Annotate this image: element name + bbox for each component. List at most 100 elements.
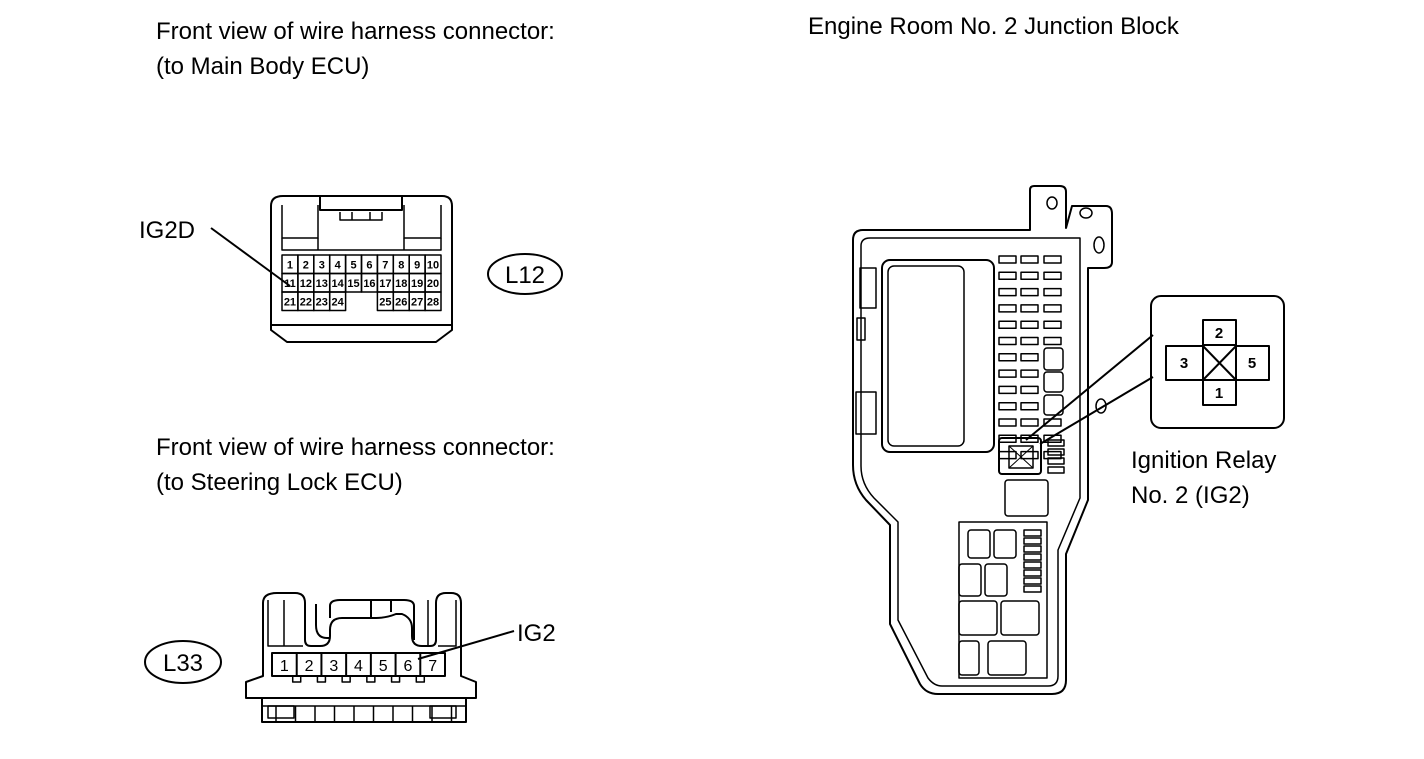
jb-fuse-slot — [1043, 320, 1062, 329]
l33-pin-label: 3 — [329, 658, 338, 675]
jb-fuse-slot — [998, 255, 1017, 264]
l33-skirt-foot — [429, 705, 457, 719]
jb-fuse-slot — [1023, 537, 1042, 545]
jb-fuse-slot — [1023, 529, 1042, 537]
junction-block-title: Engine Room No. 2 Junction Block — [808, 13, 1179, 40]
l12-pin-label: 24 — [332, 297, 345, 309]
l12-pin-label: 17 — [379, 278, 391, 290]
l12-pin-label: 1 — [287, 260, 293, 272]
l12-heading-line2: (to Main Body ECU) — [156, 53, 370, 80]
l12-code: L12 — [505, 262, 545, 289]
l12-pin-label: 10 — [427, 260, 439, 272]
relay-pin-top: 2 — [1215, 325, 1223, 342]
l12-pin-label: 15 — [347, 278, 359, 290]
l12-pin-cell — [328, 291, 347, 312]
l33-signal-label: IG2 — [517, 620, 556, 647]
jb-fuse-slot — [1043, 271, 1062, 281]
l12-pin-label: 25 — [379, 297, 391, 309]
jb-fuse-slot — [1023, 577, 1042, 585]
l33-code-badge — [144, 640, 222, 684]
l33-heading-line1: Front view of wire harness connector: — [156, 434, 555, 461]
l33-pin-label: 1 — [280, 658, 289, 675]
relay-pin-left: 3 — [1180, 355, 1188, 372]
jb-fuse-slot — [1020, 353, 1039, 362]
relay-pin-bottom: 1 — [1215, 385, 1223, 402]
l12-pin-label: 28 — [427, 297, 439, 309]
jb-fuse-slot — [1023, 545, 1042, 553]
relay-leader-line-2 — [1039, 376, 1154, 445]
jb-fuse-slot — [998, 385, 1017, 395]
l12-pin-label: 22 — [300, 297, 312, 309]
l33-pin-tab — [415, 675, 426, 683]
l12-leader-line — [210, 227, 291, 287]
l12-pin-label: 11 — [284, 278, 296, 290]
jb-fuse-slot — [998, 304, 1017, 313]
l33-pin-tab — [390, 675, 401, 683]
l12-pin-label: 7 — [382, 260, 388, 272]
l33-pin-tab — [366, 675, 376, 683]
jb-fuse-slot — [1023, 585, 1042, 593]
jb-fuse-slot — [1047, 457, 1065, 465]
jb-fuse-slot — [1020, 401, 1039, 411]
jb-fuse-slot — [1023, 569, 1042, 577]
l33-pin-label: 6 — [403, 658, 412, 675]
l33-pin-tab — [341, 675, 351, 683]
jb-fuse-slot — [998, 450, 1017, 460]
jb-fuse-slot — [1023, 561, 1042, 569]
l12-pin-label: 21 — [284, 297, 296, 309]
l12-pin-cell — [424, 291, 442, 312]
jb-fuse-slot — [998, 369, 1017, 378]
jb-fuse-slot — [1020, 385, 1039, 395]
jb-fuse-slot — [998, 287, 1017, 297]
jb-fuse-slot — [1020, 369, 1039, 378]
relay-label-line1: Ignition Relay — [1131, 447, 1277, 474]
jb-fuse-slot — [998, 401, 1017, 411]
l12-signal-label: IG2D — [139, 217, 196, 244]
l12-pin-label: 14 — [332, 278, 345, 290]
l12-pin-label: 27 — [411, 297, 423, 309]
l12-pin-label: 16 — [363, 278, 375, 290]
l12-pin-label: 9 — [414, 260, 420, 272]
l12-pin-label: 4 — [335, 260, 342, 272]
l33-skirt-foot — [267, 705, 295, 719]
l12-pin-label: 26 — [395, 297, 407, 309]
junction-block — [852, 185, 1113, 695]
l12-pin-label: 6 — [366, 260, 372, 272]
jb-fuse-slot — [998, 336, 1017, 346]
l12-pin-label: 2 — [303, 260, 309, 272]
l12-pin-label: 8 — [398, 260, 404, 272]
relay-leader-line-1 — [1025, 334, 1154, 441]
l33-pin-label: 4 — [354, 658, 363, 675]
jb-fuse-slot — [998, 320, 1017, 329]
l33-pin-label: 7 — [428, 658, 437, 675]
jb-fuse-slot — [1020, 320, 1039, 329]
l12-code-badge — [487, 253, 563, 295]
jb-fuse-slot — [1043, 336, 1062, 346]
jb-fuse-slot — [1020, 304, 1039, 313]
jb-fuse-slot — [1043, 287, 1062, 297]
l33-pin-tab — [291, 675, 302, 683]
l33-pin-tab — [316, 675, 327, 683]
l12-pin-label: 12 — [300, 278, 312, 290]
l33-leader-line — [417, 630, 515, 660]
jb-fuse-slot — [1047, 448, 1065, 456]
jb-fuse-slot — [998, 418, 1017, 427]
relay-label-line2: No. 2 (IG2) — [1131, 482, 1250, 509]
l12-pin-label: 19 — [411, 278, 423, 290]
l33-heading-line2: (to Steering Lock ECU) — [156, 469, 403, 496]
jb-fuse-slot — [1047, 439, 1065, 447]
l12-pin-label: 13 — [316, 278, 328, 290]
l33-pin-label: 5 — [379, 658, 388, 675]
jb-fuse-slot — [998, 353, 1017, 362]
jb-fuse-slot — [1020, 336, 1039, 346]
l12-heading-line1: Front view of wire harness connector: — [156, 18, 555, 45]
relay-pin-right: 5 — [1248, 355, 1256, 372]
l12-pin-label: 3 — [319, 260, 325, 272]
l12-pin-label: 23 — [316, 297, 328, 309]
jb-fuse-slot — [1020, 255, 1039, 264]
jb-fuse-slot — [1023, 553, 1042, 561]
l33-pin-label: 2 — [305, 658, 314, 675]
